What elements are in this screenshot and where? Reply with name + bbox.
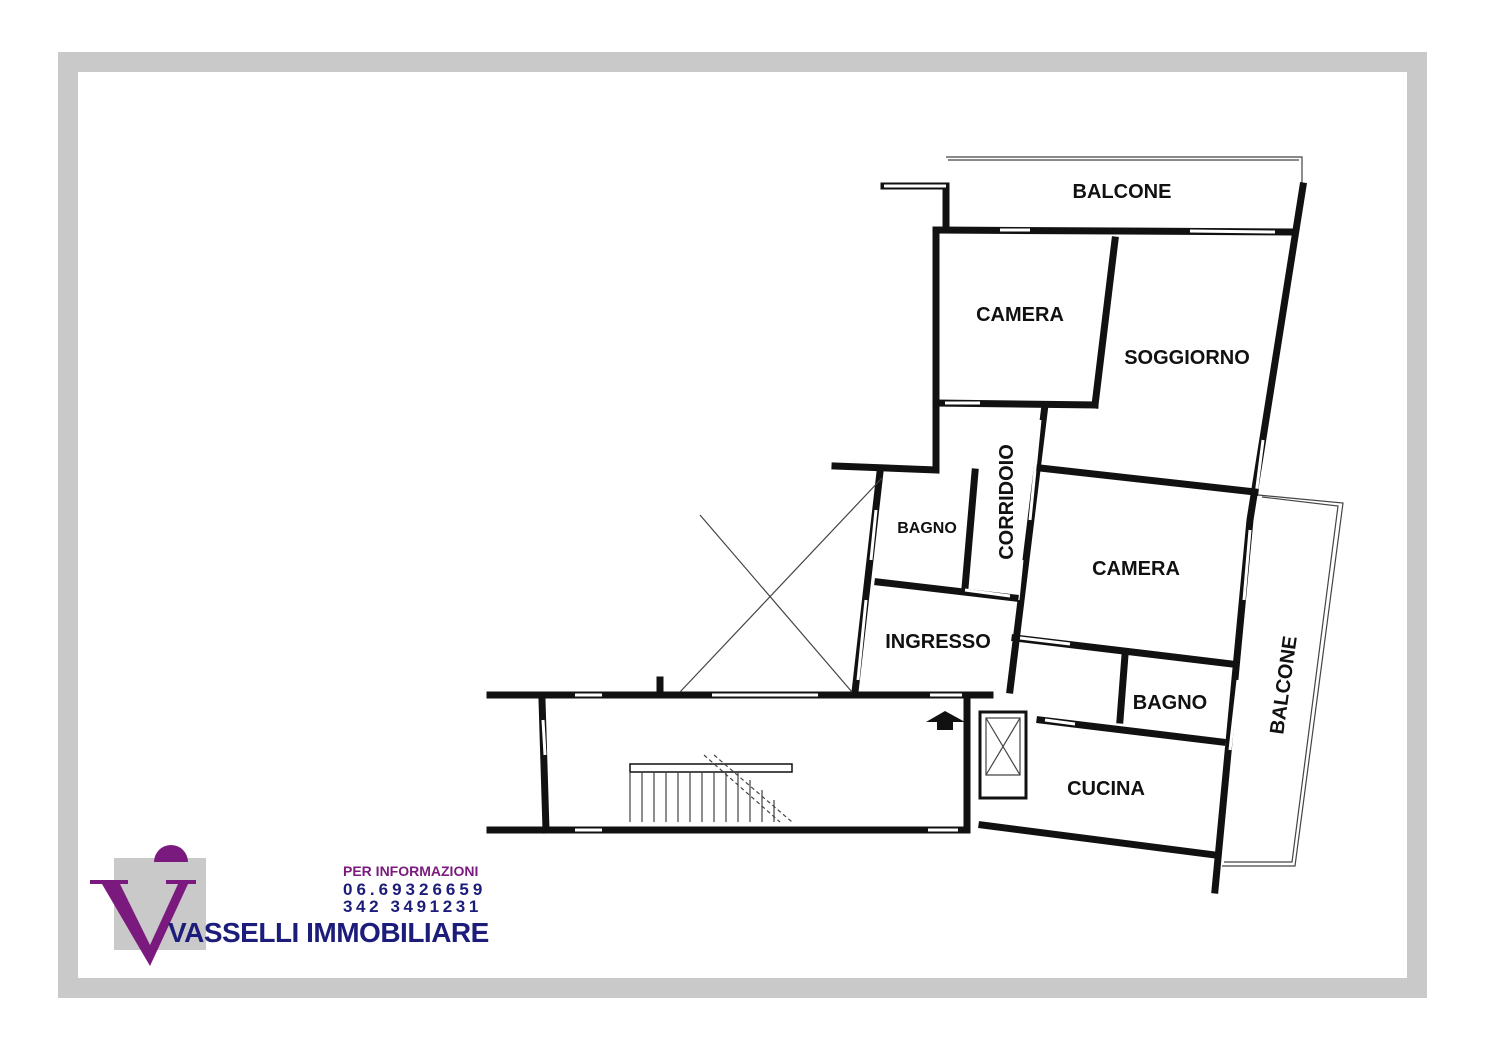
walls (486, 181, 1308, 894)
agency-name: VASSELLI IMMOBILIARE (168, 917, 489, 948)
room-label-bagno: BAGNO (1133, 692, 1207, 714)
room-label-camera: CAMERA (1092, 558, 1180, 580)
info-label: PER INFORMAZIONI (343, 863, 479, 879)
phone-number: 06.69326659 (343, 880, 487, 899)
room-label-balcone: BALCONE (1073, 181, 1172, 203)
balcony-top (880, 156, 1303, 230)
room-label-cucina: CUCINA (1067, 778, 1145, 800)
room-label-camera: CAMERA (976, 304, 1064, 326)
room-label-balcone: BALCONE (1266, 635, 1302, 736)
elevator (978, 710, 1028, 800)
room-label-bagno: BAGNO (897, 520, 957, 537)
room-label-corridoio: CORRIDOIO (996, 444, 1018, 560)
staircase (629, 754, 793, 823)
room-label-ingresso: INGRESSO (885, 631, 991, 653)
balcony-right (1222, 494, 1344, 867)
entrance-arrow-icon (926, 711, 965, 730)
void-cross (679, 477, 883, 693)
room-label-soggiorno: SOGGIORNO (1124, 347, 1250, 369)
agency-logo (90, 845, 206, 966)
phone-number: 342 3491231 (343, 897, 482, 916)
